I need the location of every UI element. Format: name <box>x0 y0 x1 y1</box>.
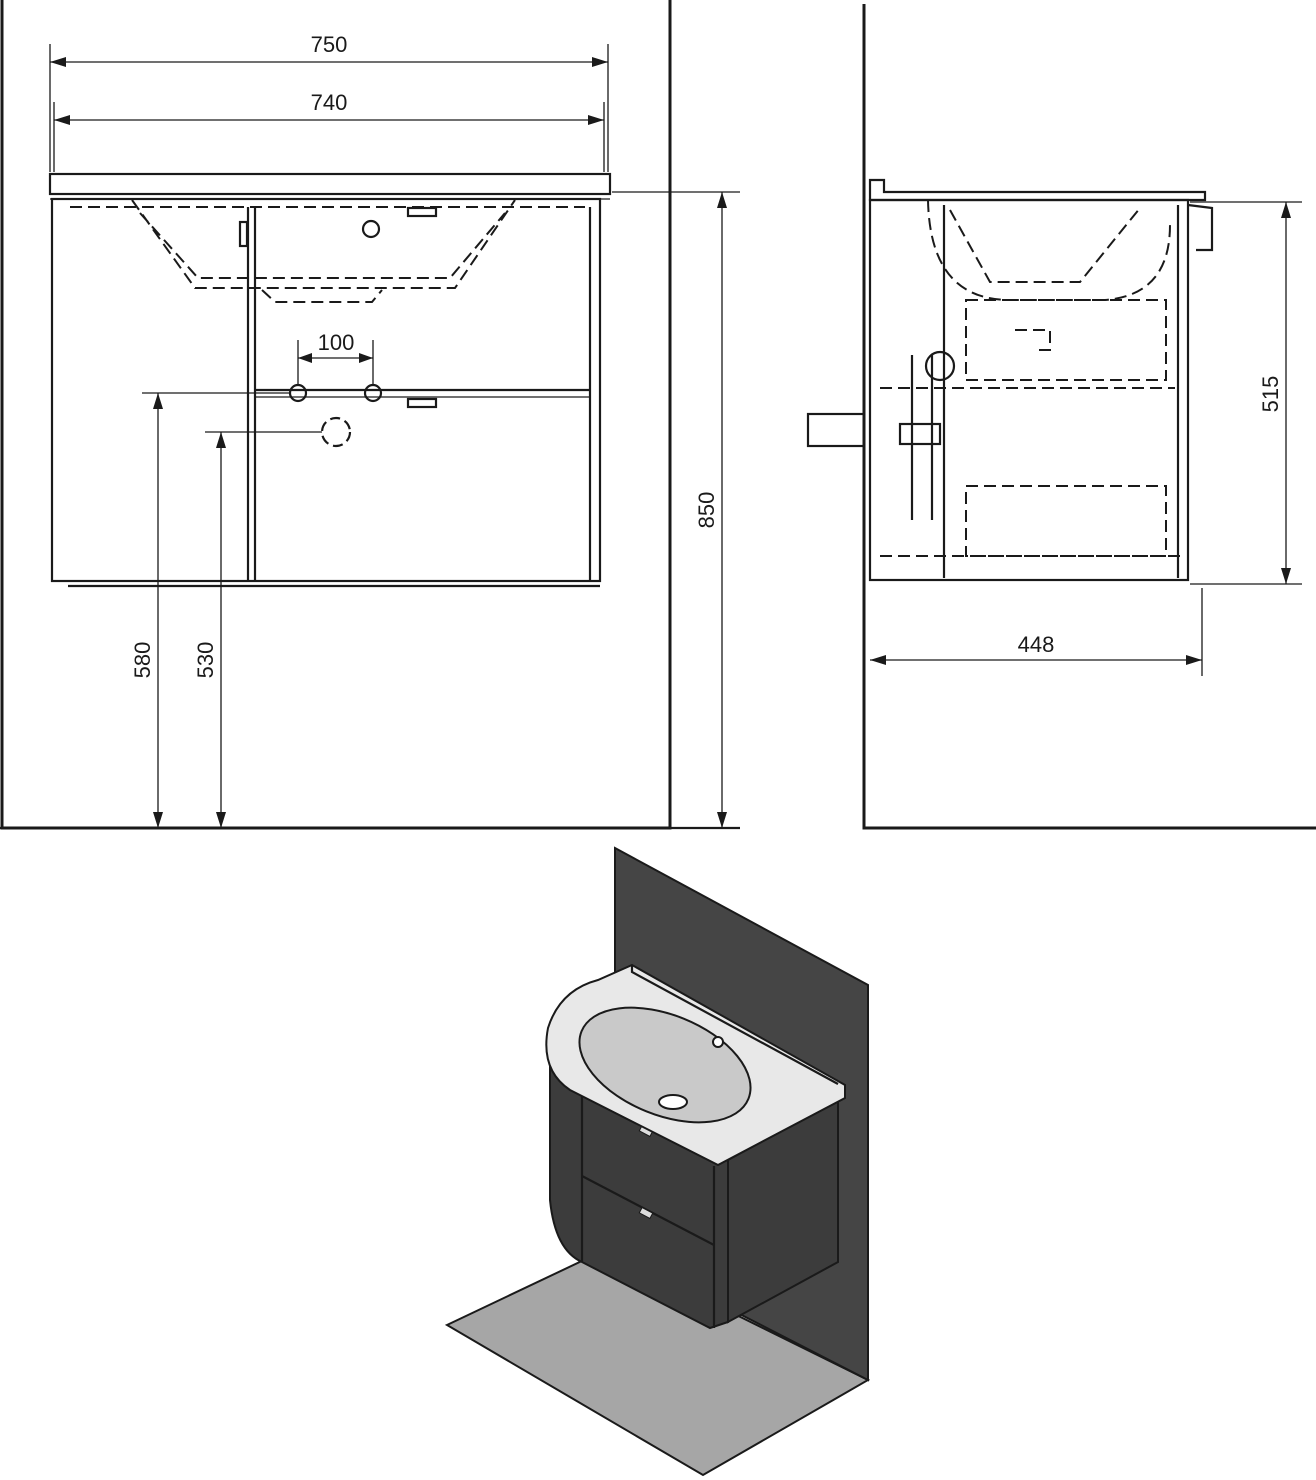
dim-530: 530 <box>193 431 322 828</box>
side-wall-outline <box>862 4 1316 830</box>
side-trap-nut <box>924 350 956 382</box>
drain-outlet <box>320 416 352 448</box>
iso-bottom-handle <box>638 1206 654 1220</box>
dim-740: 740 <box>53 90 605 172</box>
side-hidden-bottom-drawer <box>965 485 1167 557</box>
dim-448-label: 448 <box>1018 632 1055 657</box>
dim-100: 100 <box>297 330 374 385</box>
hidden-drain-body <box>261 289 383 303</box>
side-trap-pipe <box>910 355 934 520</box>
dim-850-label: 850 <box>694 492 719 529</box>
dim-530-label: 530 <box>193 642 218 679</box>
side-view: 515 448 <box>806 4 1316 830</box>
cabinet-body <box>50 197 602 583</box>
cold-water-outlet <box>288 383 308 403</box>
dim-515-label: 515 <box>1258 376 1283 413</box>
side-cabinet-body <box>868 198 1190 582</box>
dim-580: 580 <box>130 392 290 828</box>
top-drawer-handle <box>406 206 438 218</box>
hidden-basin-outline <box>70 199 585 289</box>
dim-580-label: 580 <box>130 642 155 679</box>
iso-tap-hole <box>712 1036 724 1048</box>
iso-bowl <box>578 1006 752 1124</box>
hot-water-outlet <box>363 383 383 403</box>
side-hidden-top-drawer <box>965 299 1167 381</box>
front-view: 750 740 100 580 <box>0 0 740 830</box>
front-wall-outline <box>0 0 672 830</box>
iso-cabinet-front <box>549 1055 729 1330</box>
side-basin-top <box>868 178 1207 202</box>
dim-850: 850 <box>612 191 740 828</box>
side-wall-drain <box>806 412 866 448</box>
dim-740-label: 740 <box>311 90 348 115</box>
dim-515: 515 <box>1190 201 1302 585</box>
iso-backsplash <box>630 965 839 1085</box>
dim-448: 448 <box>870 588 1203 676</box>
side-door-handle <box>238 220 249 248</box>
dim-100-label: 100 <box>318 330 355 355</box>
isometric-view <box>444 846 871 1477</box>
overflow-hole <box>361 219 381 239</box>
side-handle <box>1187 203 1214 252</box>
side-trap-joint <box>898 422 942 446</box>
side-hidden-siphon <box>1015 329 1051 351</box>
dim-750: 750 <box>49 32 609 172</box>
iso-drain <box>658 1094 688 1110</box>
side-hidden-bowl <box>927 199 1171 301</box>
basin-top <box>48 172 612 196</box>
bottom-drawer-handle <box>406 397 438 409</box>
dim-750-label: 750 <box>311 32 348 57</box>
